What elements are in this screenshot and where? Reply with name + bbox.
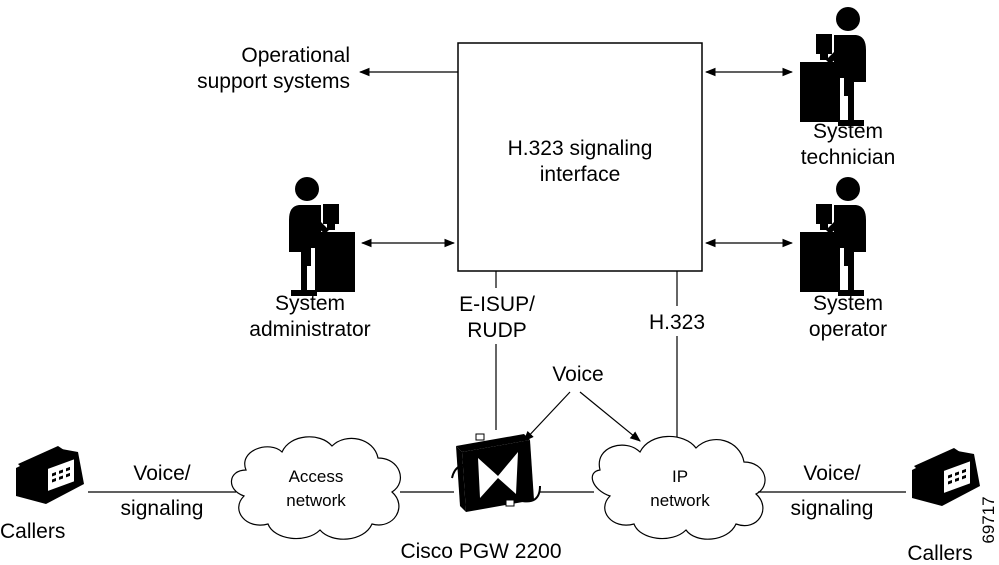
operator-label-line1: System [813,292,883,315]
box-label-line2: interface [540,163,621,186]
left-link-label-line2: signaling [121,497,204,520]
figure-id: 69717 [979,496,998,543]
oss-label-line1: Operational [241,44,350,67]
h323-label-bg [636,306,718,336]
oss-label-line2: support systems [197,70,350,93]
eisup-label-bg [448,288,548,344]
administrator-label-line1: System [275,292,345,315]
voice-arrow-to-pgw [523,391,571,442]
technician-label-line1: System [813,120,883,143]
technician-label-line2: technician [801,146,896,169]
eisup-label-line2: RUDP [467,319,527,342]
right-link-label-line1: Voice/ [803,462,860,485]
technician-icon [800,7,866,126]
right-link-label-line2: signaling [791,497,874,520]
left-phone-icon [16,446,84,504]
eisup-label-line1: E-ISUP/ [459,293,535,316]
box-label-line1: H.323 signaling [508,137,653,160]
operator-icon [800,177,866,296]
operator-label-line2: operator [809,318,887,341]
voice-label: Voice [552,363,603,386]
h323-signaling-interface-box [457,42,703,272]
ip-network-label-line2: network [650,491,710,510]
administrator-icon [289,177,355,296]
right-phone-icon [912,448,980,506]
pgw-label: Cisco PGW 2200 [400,540,561,563]
access-network-cloud [230,436,401,540]
access-network-label-line2: network [286,491,346,510]
h323-label: H.323 [649,311,705,334]
ip-network-label-line1: IP [672,467,688,486]
left-link-label-line1: Voice/ [133,462,190,485]
callers-left-label: Callers [0,520,65,543]
callers-right-label: Callers [907,542,972,565]
administrator-label-line2: administrator [249,318,370,341]
access-network-label-line1: Access [289,467,344,486]
pgw-icon [451,433,541,512]
ip-network-cloud [591,435,766,540]
voice-arrow-to-ip [579,391,641,442]
